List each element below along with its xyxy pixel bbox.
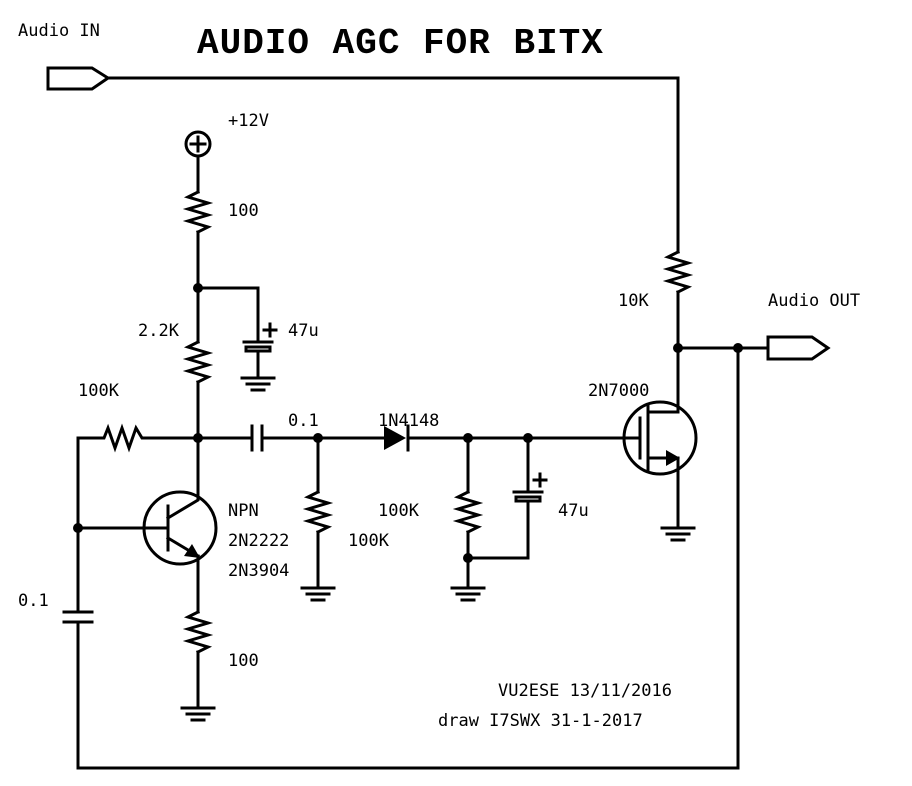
diagram-title: AUDIO AGC FOR BITX <box>197 23 604 64</box>
audio-in-port <box>46 66 111 91</box>
capacitor-input-0-1 <box>62 596 94 624</box>
npn-transistor <box>76 490 218 614</box>
resistor-feedback-label: 100K <box>78 381 120 401</box>
resistor-emitter-100 <box>180 609 216 722</box>
capacitor-input-label: 0.1 <box>18 591 49 611</box>
resistor-input-gnd-label: 100K <box>348 531 390 551</box>
audio-in-label: Audio IN <box>18 21 100 41</box>
transistor-part-1-label: 2N2222 <box>228 531 289 551</box>
mosfet-label: 2N7000 <box>588 381 649 401</box>
resistor-feedback-100k <box>73 423 200 600</box>
capacitor-coupling-0-1 <box>196 424 386 452</box>
audio-out-label: Audio OUT <box>768 291 860 311</box>
input-wire <box>106 76 680 254</box>
resistor-collector-label: 2.2K <box>138 321 180 341</box>
resistor-supply-100 <box>182 189 214 344</box>
resistor-emitter-label: 100 <box>228 651 259 671</box>
output-wiring <box>76 335 831 770</box>
resistor-detector-label: 100K <box>378 501 420 521</box>
resistor-detector-100k <box>450 436 486 602</box>
resistor-10k-label: 10K <box>618 291 649 311</box>
transistor-type-label: NPN <box>228 501 259 521</box>
transistor-part-2-label: 2N3904 <box>228 561 289 581</box>
capacitor-detector-label: 47u <box>558 501 589 521</box>
capacitor-supply-47u <box>193 283 278 392</box>
capacitor-supply-label: 47u <box>288 321 319 341</box>
mosfet-2n7000 <box>526 400 698 530</box>
resistor-supply-label: 100 <box>228 201 259 221</box>
supply-label: +12V <box>228 111 269 131</box>
supply-symbol <box>184 130 212 194</box>
drawer-credit: draw I7SWX 31-1-2017 <box>438 711 643 731</box>
resistor-10k <box>662 249 694 350</box>
diode-label: 1N4148 <box>378 411 439 431</box>
resistor-collector-2-2k <box>182 339 214 497</box>
designer-credit: VU2ESE 13/11/2016 <box>498 681 672 701</box>
capacitor-detector-47u <box>466 436 548 560</box>
capacitor-coupling-label: 0.1 <box>288 411 319 431</box>
resistor-input-gnd-100k <box>300 436 336 602</box>
ground-mosfet <box>660 526 696 542</box>
